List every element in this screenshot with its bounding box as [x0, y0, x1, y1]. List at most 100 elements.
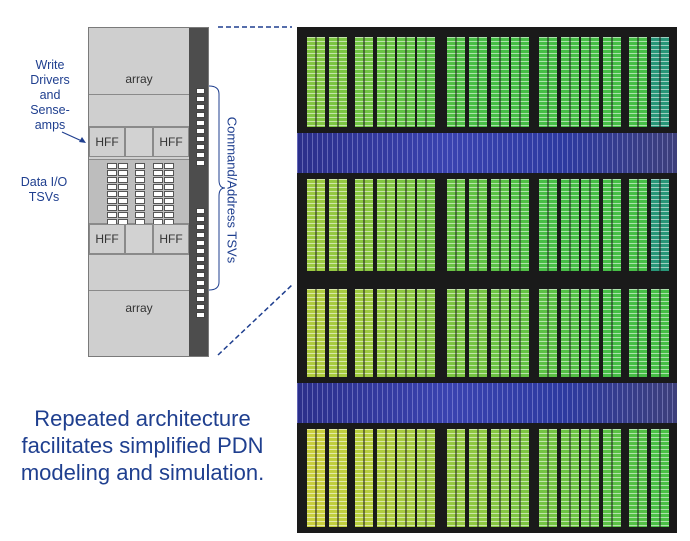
- memory-bank: [469, 179, 487, 271]
- memory-bank: [355, 179, 373, 271]
- tsv-cell: [107, 184, 117, 190]
- memory-bank: [581, 429, 599, 527]
- memory-bank: [417, 429, 435, 527]
- tsv-cell: [153, 170, 163, 176]
- write-drivers-label: Write Drivers and Sense-amps: [30, 58, 70, 132]
- memory-bank: [511, 37, 529, 127]
- memory-bank: [511, 429, 529, 527]
- tsv-cell: [196, 160, 205, 166]
- divider: [89, 290, 189, 291]
- memory-bank: [603, 289, 621, 377]
- tsv-cell: [196, 224, 205, 230]
- periphery-row: [297, 133, 677, 173]
- tsv-cell: [196, 272, 205, 278]
- tsv-cell: [164, 184, 174, 190]
- memory-bank: [447, 289, 465, 377]
- tsv-cell: [135, 170, 145, 176]
- tsv-cell: [118, 170, 128, 176]
- memory-bank: [307, 179, 325, 271]
- memory-bank: [377, 289, 395, 377]
- memory-bank: [469, 37, 487, 127]
- memory-bank: [307, 289, 325, 377]
- memory-bank: [329, 429, 347, 527]
- tsv-cell: [135, 212, 145, 218]
- tsv-cell: [196, 136, 205, 142]
- ca-tsv-column: [196, 88, 205, 168]
- bank-row: [297, 285, 677, 381]
- tsv-cell: [196, 288, 205, 294]
- memory-bank: [329, 37, 347, 127]
- hff-bottom-left: HFF: [89, 224, 125, 254]
- divider: [89, 94, 189, 95]
- bracket-icon: [208, 85, 226, 291]
- tsv-cell: [118, 163, 128, 169]
- tsv-cell: [118, 212, 128, 218]
- memory-bank: [469, 289, 487, 377]
- memory-bank: [417, 289, 435, 377]
- memory-bank: [397, 429, 415, 527]
- hff-top-left: HFF: [89, 127, 125, 157]
- memory-bank: [629, 429, 647, 527]
- hff-top-right: HFF: [153, 127, 189, 157]
- tsv-cell: [196, 264, 205, 270]
- memory-bank: [539, 429, 557, 527]
- tsv-cell: [196, 88, 205, 94]
- memory-bank: [629, 37, 647, 127]
- tsv-cell: [153, 177, 163, 183]
- memory-bank: [377, 429, 395, 527]
- tsv-cell: [135, 177, 145, 183]
- memory-bank: [329, 179, 347, 271]
- divider: [89, 254, 189, 255]
- hff-bottom-right: HFF: [153, 224, 189, 254]
- memory-bank: [417, 37, 435, 127]
- memory-bank: [355, 429, 373, 527]
- bank-row: [297, 425, 677, 531]
- tsv-cell: [196, 152, 205, 158]
- tsv-cell: [107, 198, 117, 204]
- tsv-cell: [153, 212, 163, 218]
- bank-row: [297, 175, 677, 275]
- memory-bank: [581, 179, 599, 271]
- memory-bank: [651, 289, 669, 377]
- memory-bank: [491, 179, 509, 271]
- tsv-cell: [196, 240, 205, 246]
- memory-bank: [539, 289, 557, 377]
- memory-bank: [307, 37, 325, 127]
- tsv-cell: [196, 280, 205, 286]
- tsv-cell: [196, 256, 205, 262]
- tsv-cell: [107, 205, 117, 211]
- memory-block-diagram: array HFF HFF HFF HFF array: [88, 27, 209, 357]
- memory-bank: [539, 37, 557, 127]
- hff-mid-block: [125, 127, 153, 157]
- tsv-cell: [164, 191, 174, 197]
- die-photo: [297, 27, 677, 533]
- bank-row: [297, 33, 677, 131]
- divider: [89, 126, 189, 127]
- tsv-cell: [164, 177, 174, 183]
- memory-bank: [447, 429, 465, 527]
- tsv-cell: [196, 296, 205, 302]
- memory-bank: [629, 179, 647, 271]
- memory-bank: [603, 179, 621, 271]
- tsv-cell: [107, 212, 117, 218]
- memory-bank: [355, 37, 373, 127]
- memory-bank: [603, 37, 621, 127]
- memory-bank: [561, 429, 579, 527]
- memory-bank: [651, 37, 669, 127]
- tsv-cell: [196, 144, 205, 150]
- memory-bank: [491, 429, 509, 527]
- memory-bank: [397, 289, 415, 377]
- memory-bank: [469, 429, 487, 527]
- memory-bank: [447, 179, 465, 271]
- tsv-cell: [153, 198, 163, 204]
- ca-tsv-column: [196, 208, 205, 320]
- tsv-cell: [107, 163, 117, 169]
- memory-bank: [397, 179, 415, 271]
- tsv-cell: [196, 216, 205, 222]
- tsv-cell: [135, 191, 145, 197]
- memory-bank: [651, 429, 669, 527]
- tsv-cell: [196, 304, 205, 310]
- memory-bank: [561, 289, 579, 377]
- array-bottom-label: array: [125, 301, 153, 315]
